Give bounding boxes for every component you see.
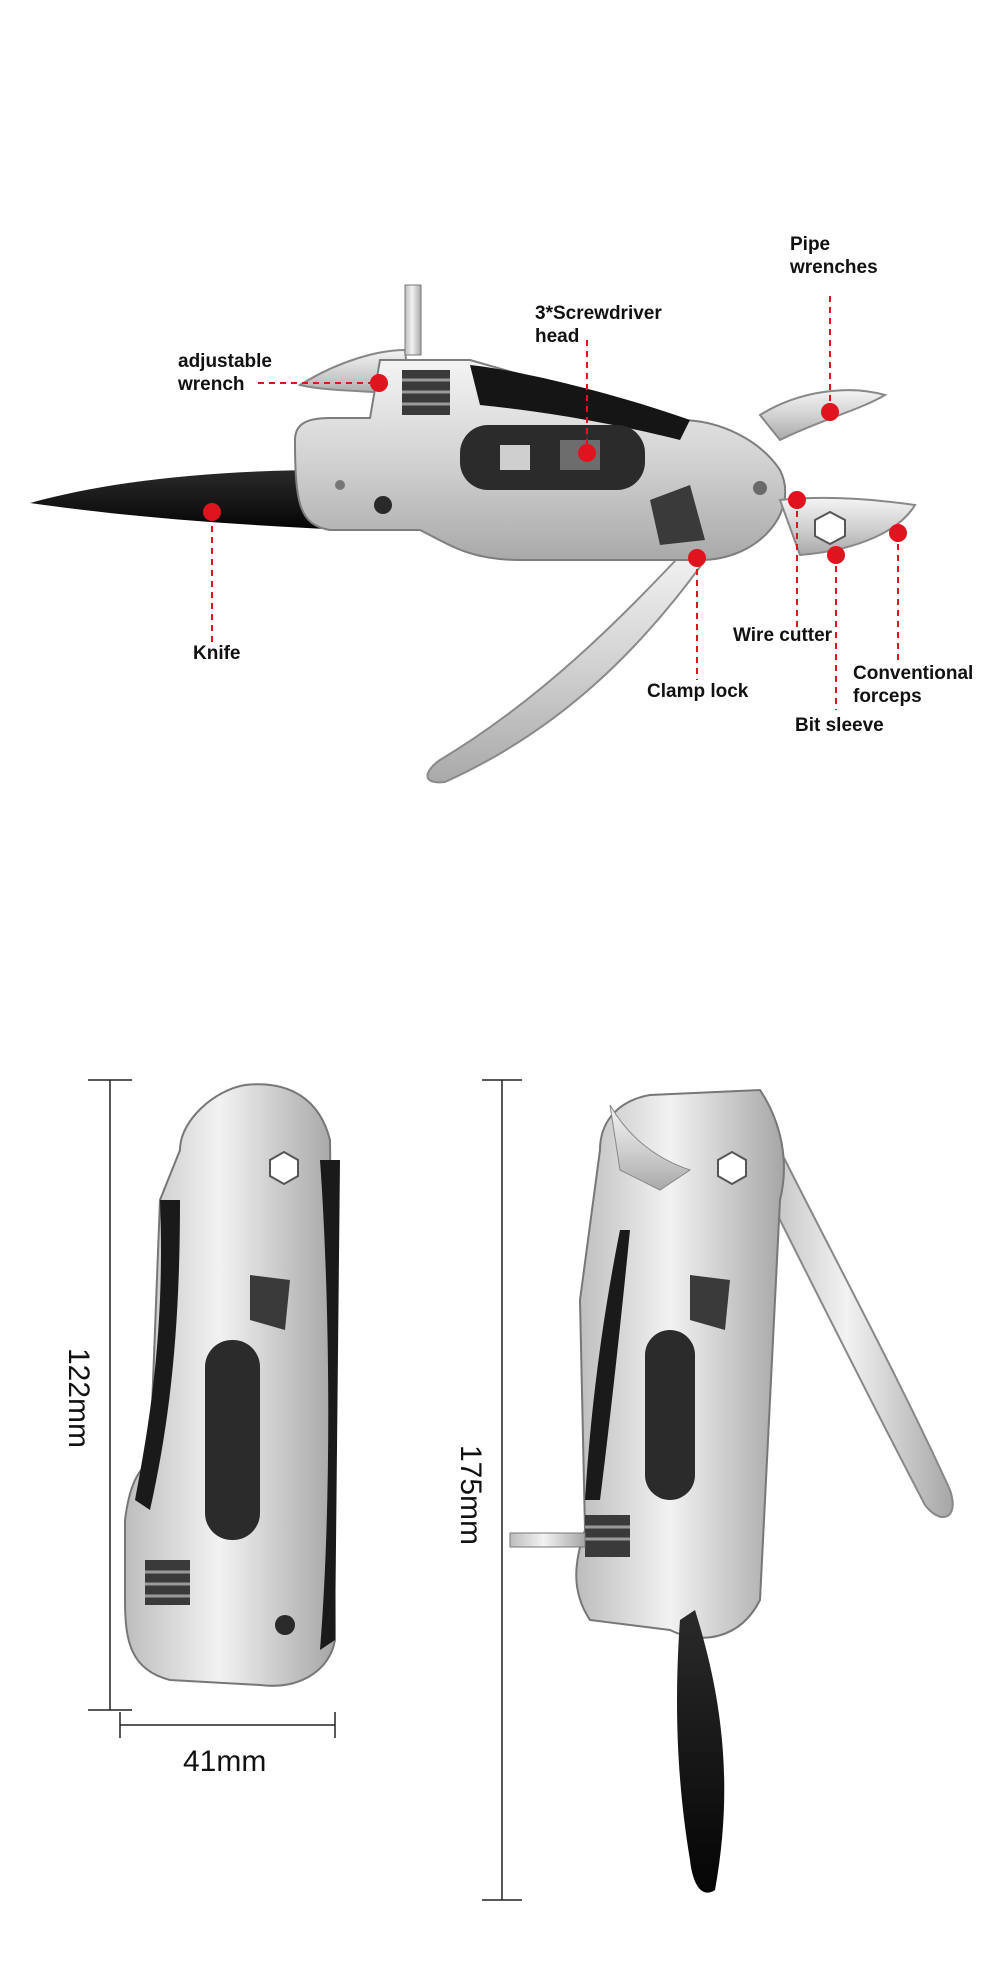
label-wire-cutter: Wire cutter bbox=[733, 625, 833, 646]
marker-bit-sleeve bbox=[827, 546, 845, 564]
dimension-lines bbox=[88, 1079, 522, 1901]
handle-insert bbox=[470, 365, 690, 440]
hex-bit-sleeve bbox=[814, 510, 846, 546]
clamp-lock-plate bbox=[650, 485, 705, 545]
marker-screwdriver-head bbox=[578, 444, 596, 462]
label-adjustable-wrench: adjustable wrench bbox=[178, 351, 272, 395]
knife-blade bbox=[30, 470, 345, 530]
marker-adjustable-wrench bbox=[370, 374, 388, 392]
folded-knife-blade bbox=[677, 1610, 725, 1893]
folded-multitool bbox=[124, 1083, 340, 1687]
label-conventional-forceps: Conventional forceps bbox=[853, 663, 974, 707]
marker-knife bbox=[203, 503, 221, 521]
body-window bbox=[460, 425, 645, 490]
marker-conventional-forceps bbox=[889, 524, 907, 542]
label-bit-sleeve: Bit sleeve bbox=[795, 715, 884, 736]
marker-clamp-lock bbox=[688, 549, 706, 567]
label-folded-length: 122mm bbox=[62, 1348, 95, 1449]
marker-pipe-wrenches bbox=[821, 403, 839, 421]
label-clamp-lock: Clamp lock bbox=[647, 681, 749, 702]
open-multitool bbox=[30, 284, 917, 784]
label-screwdriver-head: 3*Screwdriver head bbox=[535, 303, 662, 347]
callout-markers bbox=[203, 374, 907, 567]
label-knife: Knife bbox=[193, 643, 241, 664]
callout-leaders bbox=[211, 296, 899, 710]
label-pipe-wrenches: Pipe wrenches bbox=[790, 234, 878, 278]
wrench-screw-post bbox=[404, 284, 422, 356]
saw-blade bbox=[426, 543, 707, 784]
label-open-length: 175mm bbox=[454, 1445, 487, 1546]
marker-wire-cutter bbox=[788, 491, 806, 509]
half-open-multitool bbox=[509, 1088, 954, 1893]
label-folded-width: 41mm bbox=[183, 1745, 267, 1778]
